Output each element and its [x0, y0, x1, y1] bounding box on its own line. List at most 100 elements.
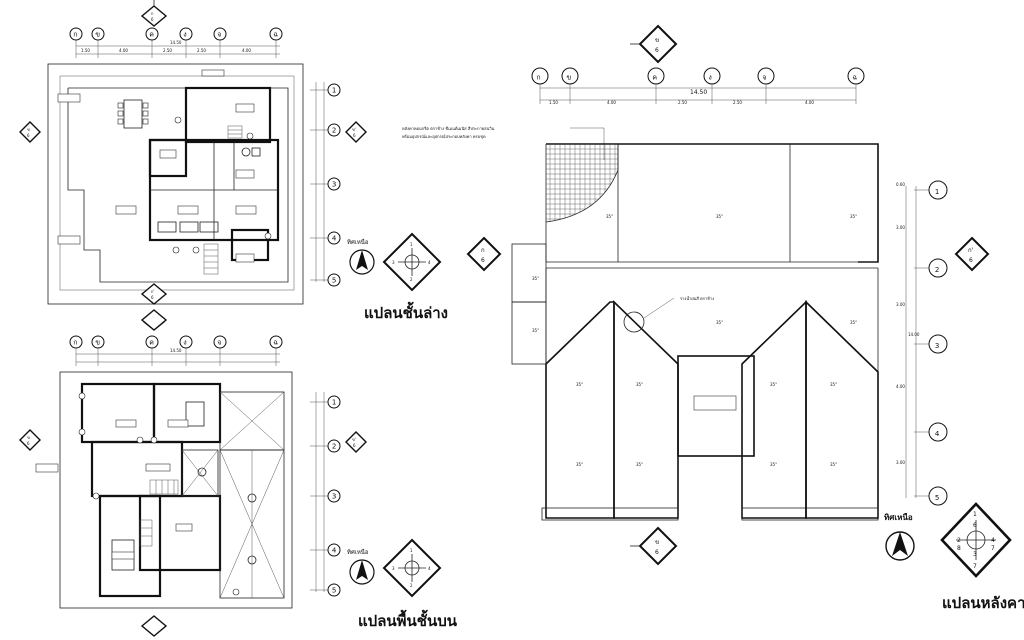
roof-grid-col-bubble: [703, 67, 721, 85]
upper-section-marker-right: ข'6: [345, 431, 367, 453]
roof-grid-row-bubble: [928, 258, 948, 278]
roof-grid-row-bubble: [928, 180, 948, 200]
ground-overall-dim: 14.50: [170, 40, 182, 45]
roof-grid-row-bubble: [928, 334, 948, 354]
ground-grid-row-bubble: [327, 83, 341, 97]
svg-text:ข: ข: [655, 37, 659, 44]
svg-text:6: 6: [151, 17, 154, 22]
upper-grid-row-label: 1: [332, 399, 336, 407]
ground-section-marker-top: ก 6: [140, 0, 168, 27]
ground-grid-row-bubble: [327, 273, 341, 287]
roof-grid-row-bubble: [928, 486, 948, 506]
svg-text:ข': ข': [352, 127, 356, 132]
roof-row-dim: 3.00: [896, 302, 905, 307]
upper-north-arrow: ทิศเหนือ: [347, 548, 375, 585]
ground-north-arrow: ทิศเหนือ: [347, 238, 375, 275]
roof-row-dim: 0.60: [896, 182, 905, 187]
roof-row-dim: 3.00: [896, 460, 905, 465]
svg-text:4: 4: [428, 260, 431, 265]
ground-section-marker-right: ข'6: [345, 121, 367, 143]
svg-text:35°: 35°: [576, 382, 583, 387]
roof-north-label: ทิศเหนือ: [884, 512, 913, 522]
roof-grid-col-label: ฉ: [852, 74, 857, 82]
roof-dim: 1.50: [549, 100, 558, 105]
svg-text:3: 3: [973, 551, 977, 558]
roof-dim: 4.00: [607, 100, 616, 105]
upper-grid-col-label: จ: [217, 339, 221, 347]
svg-text:6: 6: [973, 522, 977, 529]
svg-text:ก: ก: [481, 247, 485, 254]
svg-text:35°: 35°: [576, 462, 583, 467]
svg-text:2: 2: [957, 537, 961, 544]
roof-grid-row-label: 1: [935, 188, 939, 196]
svg-text:35°: 35°: [850, 320, 857, 325]
ground-dim: 4.00: [119, 48, 128, 53]
roof-row-dim: 3.00: [896, 225, 905, 230]
roof-gutter-label: รางน้ำฝนสี ตราช้าง: [680, 294, 714, 301]
ground-grid-col-label: ง: [183, 31, 186, 39]
svg-text:4: 4: [428, 566, 431, 571]
upper-grid-row-bubble: [327, 583, 341, 597]
roof-grid-row-label: 5: [935, 494, 939, 502]
svg-text:1: 1: [410, 242, 413, 247]
roof-north-arrow: ทิศเหนือ: [884, 512, 915, 561]
svg-text:ก': ก': [151, 289, 155, 294]
ground-grid-col-label: ข: [95, 31, 100, 39]
svg-text:ข': ข': [352, 437, 356, 442]
svg-text:8: 8: [957, 545, 961, 552]
roof-section-marker-bottom: ข 6: [630, 526, 678, 566]
upper-grid-row-bubble: [327, 543, 341, 557]
svg-text:4: 4: [991, 537, 995, 544]
ground-dim: 1.50: [81, 48, 90, 53]
svg-text:1: 1: [410, 548, 413, 553]
svg-text:6: 6: [353, 443, 356, 448]
svg-text:3: 3: [392, 260, 395, 265]
roof-note-line2: พร้อมอุปกรณ์และอุปกรณ์ประกอบหลังคา ครบชุ…: [402, 134, 486, 140]
svg-text:6: 6: [353, 133, 356, 138]
ground-grid-row-bubble: [327, 123, 341, 137]
roof-grid-col-label: ง: [708, 74, 711, 82]
roof-grid-col-label: ก: [536, 74, 540, 82]
ground-dim: 2.50: [197, 48, 206, 53]
ground-section-marker-left: ข6: [19, 121, 41, 143]
roof-section-marker-left: ก 6: [466, 236, 502, 272]
roof-grid-col-label: จ: [762, 74, 766, 82]
ground-grid-row-label: 1: [332, 87, 336, 95]
svg-text:35°: 35°: [532, 276, 539, 281]
upper-grid-row-label: 2: [332, 443, 336, 451]
roof-grid-col-label: ค: [652, 74, 657, 82]
upper-grid-row-bubble: [327, 439, 341, 453]
upper-section-marker-bottom: [140, 615, 168, 637]
ground-plan-title: แปลนชั้นล่าง: [364, 301, 448, 322]
svg-text:ข: ข: [27, 435, 30, 440]
ground-grid-row-bubble: [327, 231, 341, 245]
upper-grid-col-label: ฉ: [273, 339, 278, 347]
svg-text:ข: ข: [655, 539, 659, 546]
svg-text:35°: 35°: [830, 382, 837, 387]
svg-text:6: 6: [655, 47, 659, 54]
svg-text:6: 6: [27, 133, 30, 138]
ground-grid-row-label: 4: [332, 235, 337, 243]
upper-grid-row-label: 4: [332, 547, 337, 555]
roof-section-marker-right: ก' 6: [954, 236, 990, 272]
roof-section-marker-top: ข 6: [630, 24, 678, 64]
ground-grid-col-label: ฉ: [273, 31, 278, 39]
roof-dim: 4.00: [805, 100, 814, 105]
svg-text:ก': ก': [968, 247, 974, 254]
svg-text:2: 2: [410, 277, 413, 282]
upper-north-label: ทิศเหนือ: [347, 548, 369, 556]
ground-dim: 4.00: [242, 48, 251, 53]
svg-text:6: 6: [151, 295, 154, 300]
ground-dim: 2.50: [163, 48, 172, 53]
svg-text:6: 6: [655, 549, 659, 556]
svg-text:35°: 35°: [716, 320, 723, 325]
roof-grid-col-label: ข: [566, 74, 571, 82]
ground-grid-col-label: ก: [73, 31, 77, 39]
roof-hatch-area: [545, 144, 619, 223]
upper-grid-row-label: 5: [332, 587, 336, 595]
roof-grid-row-label: 3: [935, 342, 939, 350]
svg-text:7: 7: [991, 545, 995, 552]
